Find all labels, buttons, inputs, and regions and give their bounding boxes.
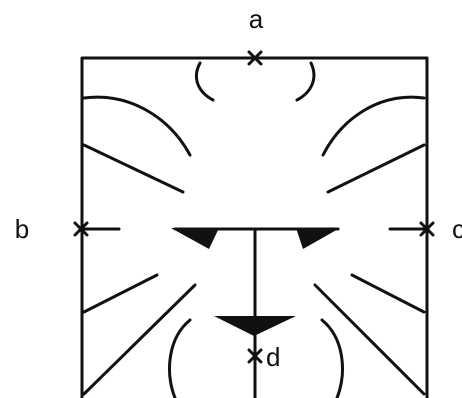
point-b-marker bbox=[73, 221, 89, 237]
field-line-upper-left-straight bbox=[82, 143, 185, 194]
right-wedge bbox=[296, 228, 340, 249]
field-line-lower-right-diagonal bbox=[313, 283, 426, 396]
point-a-marker bbox=[247, 50, 263, 66]
field-line-upper-right-straight bbox=[326, 143, 426, 194]
bottom-wedge bbox=[214, 316, 296, 336]
field-line-lower-right-short bbox=[350, 273, 426, 314]
field-line-top-left-arc bbox=[195, 61, 215, 102]
point-d-marker bbox=[247, 348, 263, 364]
field-line-lower-left-arc bbox=[168, 318, 192, 398]
point-b-label: b bbox=[15, 214, 29, 244]
point-c-marker bbox=[419, 221, 435, 237]
field-line-top-right-arc bbox=[295, 61, 316, 102]
field-line-lower-right-arc bbox=[320, 318, 344, 398]
point-d-label: d bbox=[266, 342, 280, 372]
field-line-upper-left-curve bbox=[82, 95, 192, 157]
point-c-label: c bbox=[452, 214, 462, 244]
field-line-lower-left-diagonal bbox=[82, 283, 197, 396]
left-wedge bbox=[171, 228, 219, 249]
field-line-lower-left-short bbox=[82, 273, 159, 314]
point-a-label: a bbox=[249, 4, 264, 34]
field-line-upper-right-curve bbox=[321, 95, 426, 157]
